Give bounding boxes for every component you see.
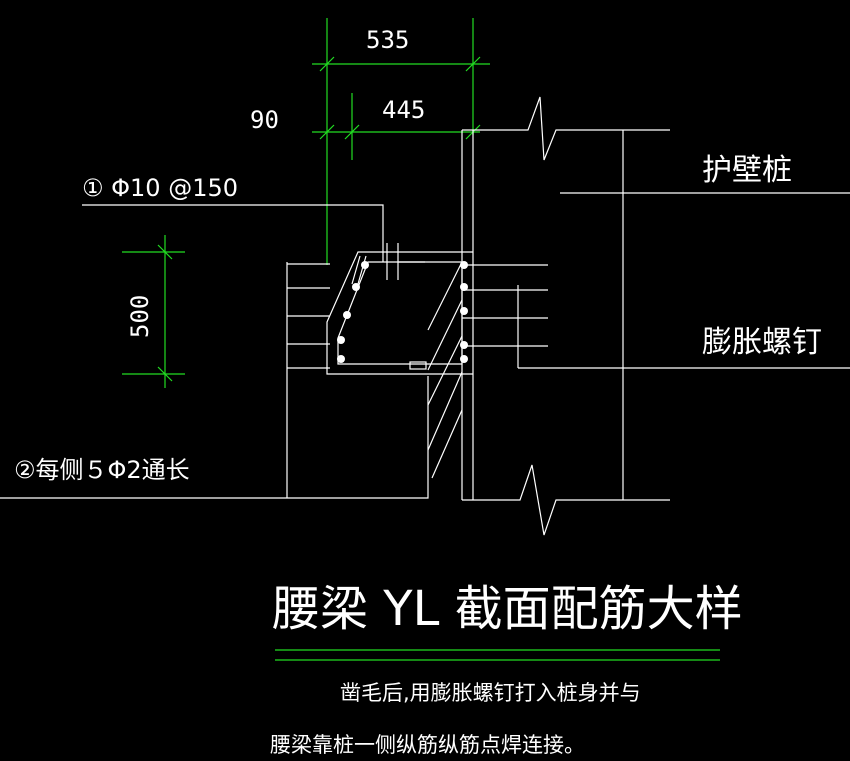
rebar-dot [337,355,345,363]
rebar-dot [460,341,468,349]
tick [319,124,335,140]
rebar-dot [460,355,468,363]
beam-outline-upper [326,251,473,375]
note-line-2: 腰梁靠桩一侧纵筋纵筋点焊连接。 [270,733,585,757]
rebar-dot [337,336,345,344]
stirrup [337,261,463,365]
weld-mark [409,361,427,370]
hatch-line [427,335,463,406]
tick [319,56,335,72]
hatch-line [427,371,463,451]
stirrup-label: ① Φ10 @150 [82,174,238,202]
dimension-label-90: 90 [250,106,279,134]
tick [344,124,360,140]
rebar-dot [343,311,351,319]
dimension-label-535: 535 [366,26,409,54]
hatch-line [427,261,463,331]
note-line-1: 凿毛后,用膨胀螺钉打入桩身并与 [340,681,641,705]
break-line-bottom [462,464,670,536]
rebar-dot [361,261,369,269]
hatch-line [427,299,463,371]
ground-line [0,376,429,499]
dimension-label-445: 445 [382,96,425,124]
hatch-line [431,409,463,479]
stirrup-hook [351,255,361,285]
tick [465,56,481,72]
structure-lines [0,96,850,661]
tick [157,244,173,260]
stirrup-hook [357,255,367,285]
rebar-dot [352,283,360,291]
bolt-label: 膨胀螺钉 [702,325,822,360]
rebar-dots [337,261,468,363]
dimension-lines [122,18,490,388]
longitudinal-rebar-label: ②每侧５Φ2通长 [14,456,190,484]
tick [157,366,173,382]
pile-label: 护壁桩 [702,153,792,188]
rebar-dot [460,283,468,291]
drawing-title: 腰梁 YL 截面配筋大样 [272,581,743,637]
stirrup-leader [82,204,384,262]
rebar-dot [460,307,468,315]
break-line-top [462,96,670,161]
dimension-label-500: 500 [126,295,154,338]
rebar-dot [460,261,468,269]
